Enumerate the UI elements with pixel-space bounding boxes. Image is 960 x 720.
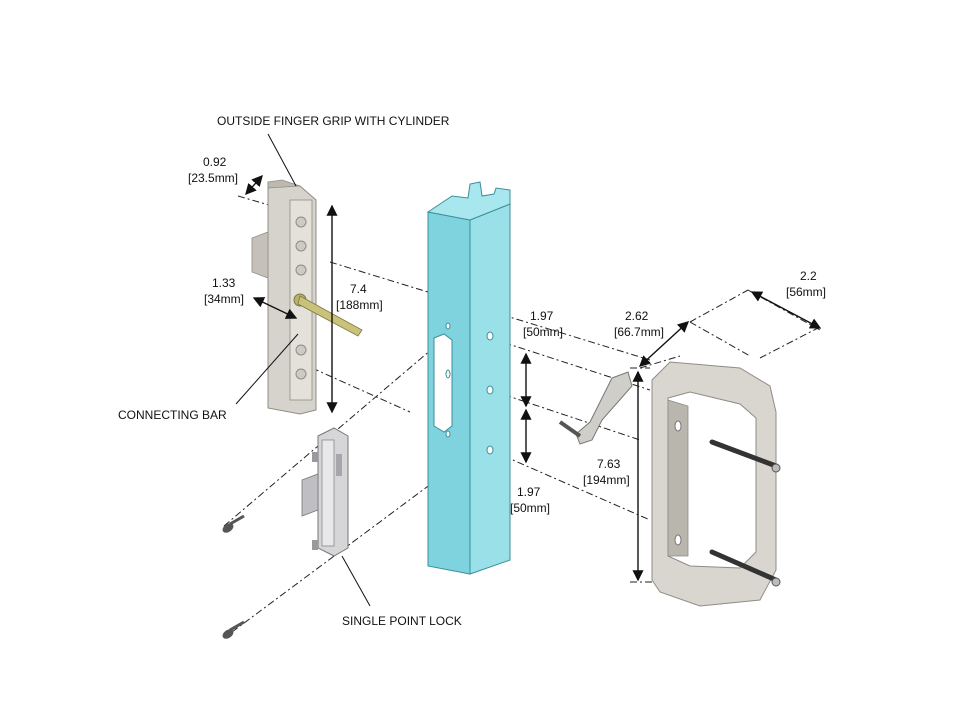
screw-lower	[222, 620, 245, 639]
inside-pull-handle	[651, 361, 781, 607]
dim-grip-height-mm: [188mm]	[336, 298, 383, 312]
dim-hole-spacing-bottom-in: 1.97	[517, 485, 541, 499]
screw-upper	[222, 514, 245, 533]
dim-hole-spacing-bottom-mm: [50mm]	[510, 501, 550, 515]
dim-grip-height-in: 7.4	[350, 282, 367, 296]
dimension-arrows	[245, 174, 822, 582]
dim-grip-offset-mm: [34mm]	[204, 292, 244, 306]
inside-lever	[558, 371, 633, 445]
label-outside-finger-grip: OUTSIDE FINGER GRIP WITH CYLINDER	[217, 114, 450, 128]
label-connecting-bar: CONNECTING BAR	[118, 408, 227, 422]
dim-handle-width-in: 2.2	[800, 269, 817, 283]
dim-hole-spacing-top-mm: [50mm]	[523, 325, 563, 339]
label-single-point-lock: SINGLE POINT LOCK	[342, 614, 462, 628]
aluminum-post	[426, 181, 511, 575]
dim-grip-depth-in: 0.92	[203, 155, 227, 169]
outside-finger-grip	[251, 179, 317, 415]
dim-grip-offset-in: 1.33	[212, 276, 236, 290]
dim-hole-spacing-top-in: 1.97	[530, 309, 554, 323]
single-point-lock	[301, 427, 349, 557]
dim-handle-depth-mm: [66.7mm]	[614, 325, 664, 339]
dim-handle-depth-in: 2.62	[625, 309, 649, 323]
dim-grip-depth-mm: [23.5mm]	[188, 171, 238, 185]
dim-handle-width-mm: [56mm]	[786, 285, 826, 299]
dim-handle-height-in: 7.63	[597, 457, 621, 471]
dim-handle-height-mm: [194mm]	[583, 473, 630, 487]
leader-lines	[235, 133, 371, 607]
